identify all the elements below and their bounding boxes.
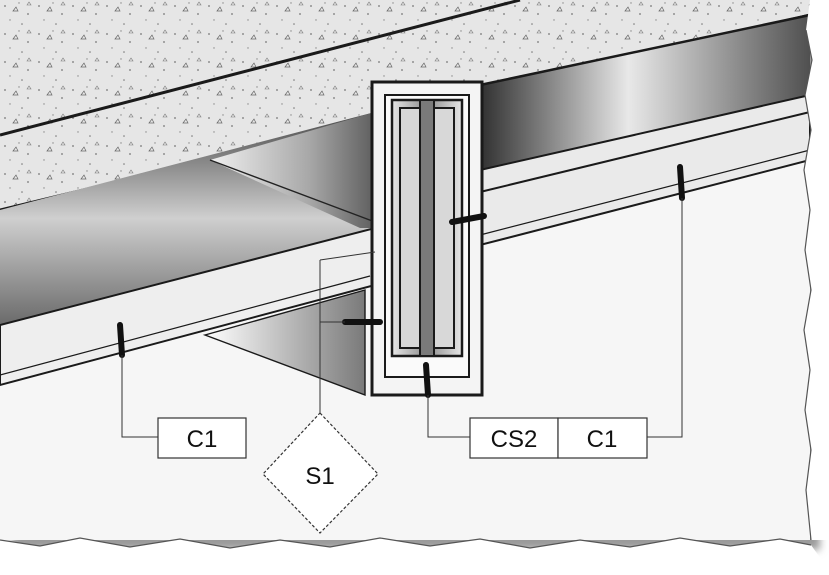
duct-diagonal	[209, 159, 376, 223]
right-beam-mid-line	[479, 111, 811, 193]
tag-c1-right-label: C1	[587, 426, 618, 453]
section-mark-cs2	[423, 362, 431, 398]
tag-c1-left[interactable]: C1	[157, 417, 247, 459]
left-duct-face	[210, 112, 375, 228]
tag-c1-left-box	[157, 417, 247, 459]
leader-cs2	[427, 395, 470, 438]
steel-flange-right	[433, 107, 455, 349]
steel-web	[419, 99, 435, 357]
right-soffit-inner-line	[479, 149, 811, 236]
tag-s1-diamond	[262, 412, 379, 534]
section-mark-c1-right	[677, 164, 685, 201]
under-ceiling-return	[202, 289, 366, 397]
tag-cs2-box	[469, 417, 559, 459]
section-mark-c1-left	[117, 322, 125, 358]
tag-c1-right-box	[557, 417, 648, 459]
steel-flange-left	[399, 107, 421, 349]
leader-c1-right	[647, 198, 683, 438]
section-mark-steel	[449, 213, 487, 225]
tag-s1-label: S1	[305, 463, 334, 490]
soffit-inner-line	[0, 275, 371, 376]
tag-s1[interactable]: S1	[262, 412, 379, 534]
tag-c1-right[interactable]: C1	[557, 417, 648, 459]
tag-cs2[interactable]: CS2	[469, 417, 559, 459]
torn-edge-outline	[0, 29, 813, 549]
right-beam-side	[480, 15, 810, 170]
tag-cs2-label: CS2	[491, 426, 538, 453]
leader-c1-left	[121, 355, 158, 438]
tag-c1-left-label: C1	[187, 426, 218, 453]
leader-s1-top	[319, 251, 376, 261]
slab-edge-line	[0, 0, 521, 137]
right-beam-top-line	[479, 13, 811, 87]
